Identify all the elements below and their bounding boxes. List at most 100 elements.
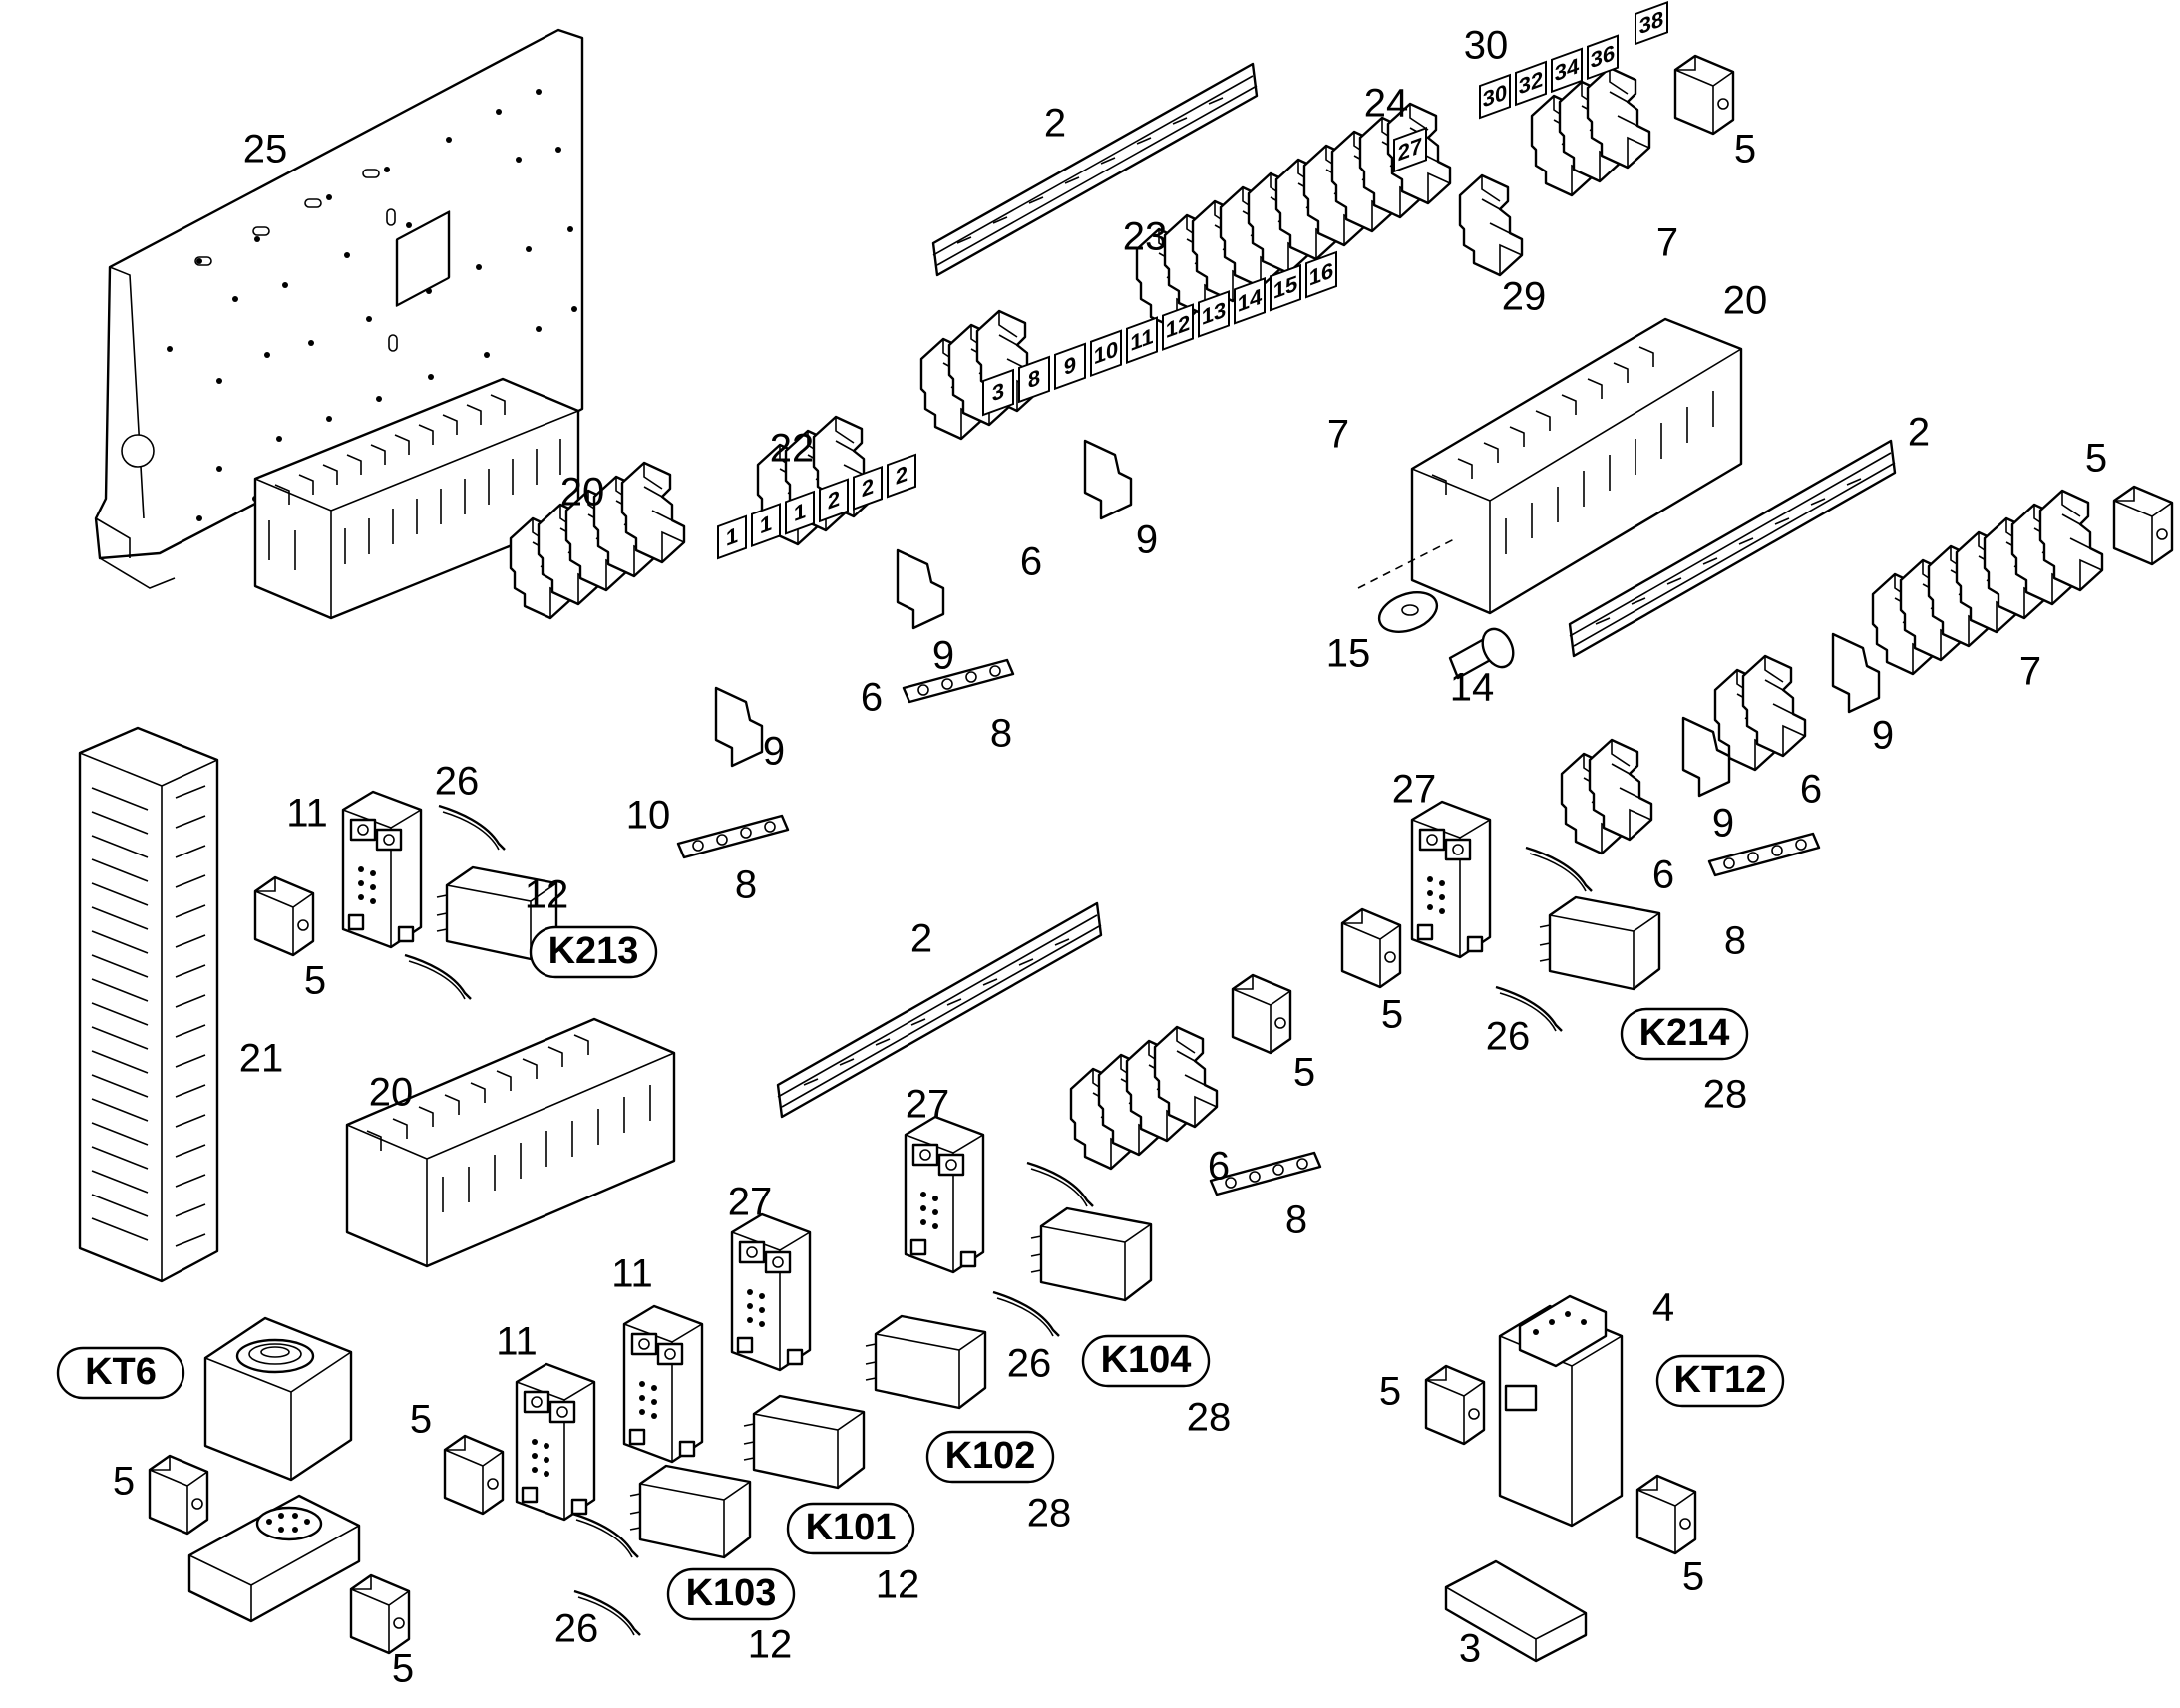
din-rail-right — [1568, 439, 1897, 658]
callout: 12 — [525, 873, 569, 917]
callout: 26 — [1486, 1015, 1531, 1059]
badge-label: K102 — [945, 1435, 1036, 1477]
callout: 7 — [2019, 650, 2041, 694]
callout: 5 — [392, 1647, 414, 1691]
badge-k214: K214 — [1620, 1007, 1749, 1061]
timer-base — [187, 1494, 361, 1623]
callout: 11 — [611, 1252, 653, 1296]
callout: 28 — [1187, 1396, 1232, 1440]
terminal-block-group-6-middle — [1069, 1025, 1219, 1171]
marker-label: 11 — [1130, 322, 1153, 356]
callout: 7 — [1656, 221, 1678, 265]
marker-label: 2 — [862, 473, 874, 503]
badge-kt12: KT12 — [1655, 1354, 1785, 1408]
callout: 5 — [113, 1460, 135, 1504]
callout: 2 — [910, 917, 932, 961]
marker-label: 1 — [760, 510, 772, 539]
marker-24: 27 — [1393, 126, 1427, 173]
callout-numbers: 25 2 24 30 5 7 23 29 20 22 7 20 2 5 9 6 … — [113, 24, 2107, 1691]
callout: 23 — [1123, 215, 1168, 259]
timer-kt6 — [203, 1316, 353, 1482]
callout: 5 — [1379, 1370, 1401, 1414]
callout: 27 — [728, 1181, 773, 1224]
callout: 26 — [1007, 1342, 1052, 1386]
callout: 8 — [735, 863, 757, 907]
callout: 10 — [626, 794, 671, 838]
badge-label: K214 — [1639, 1012, 1730, 1054]
callout: 9 — [932, 634, 954, 678]
callout: 14 — [1450, 666, 1495, 710]
marker-label: 3 — [992, 377, 1004, 407]
badge-k104: K104 — [1081, 1334, 1211, 1388]
marker-label: 9 — [1064, 351, 1076, 381]
marker-label: 8 — [1028, 364, 1040, 394]
timer-module-kt12 — [1498, 1294, 1624, 1528]
callout: 12 — [748, 1623, 793, 1667]
badge-k101: K101 — [786, 1502, 915, 1555]
callout: 20 — [560, 471, 605, 514]
badge-k102: K102 — [925, 1430, 1055, 1484]
callout: 9 — [1712, 802, 1734, 846]
badge-label: K101 — [806, 1507, 897, 1548]
callout: 30 — [1464, 24, 1509, 68]
badge-label: KT6 — [85, 1351, 157, 1393]
din-rail-short — [1444, 1559, 1588, 1663]
badge-label: K103 — [686, 1572, 777, 1614]
callout: 8 — [1285, 1198, 1307, 1242]
badge-label: KT12 — [1674, 1359, 1767, 1401]
washer — [1357, 537, 1457, 633]
terminal-block-group-7-top — [1530, 66, 1651, 197]
callout: 5 — [1381, 993, 1403, 1037]
callout: 20 — [369, 1071, 414, 1115]
callout: 5 — [1682, 1555, 1704, 1599]
callout: 24 — [1364, 82, 1409, 126]
callout: 15 — [1326, 632, 1371, 676]
callout: 20 — [1723, 279, 1768, 323]
callout: 25 — [243, 128, 288, 171]
cable-duct-upper-right — [1410, 317, 1743, 615]
callout: 21 — [239, 1037, 284, 1081]
callout: 8 — [990, 712, 1012, 756]
badge-k103: K103 — [666, 1567, 796, 1621]
badge-label: K104 — [1101, 1339, 1192, 1381]
callout: 26 — [554, 1607, 599, 1651]
callout: 8 — [1724, 919, 1746, 963]
cable-duct-vertical — [78, 726, 219, 1283]
marker-label: 1 — [794, 497, 806, 526]
callout: 22 — [770, 427, 815, 471]
callout: 28 — [1027, 1492, 1072, 1536]
marker-label: 2 — [896, 460, 908, 490]
callout: 6 — [1652, 854, 1674, 897]
callout: 6 — [1020, 540, 1042, 584]
callout: 27 — [906, 1083, 950, 1127]
callout: 12 — [876, 1563, 920, 1607]
callout: 11 — [496, 1320, 538, 1364]
callout: 29 — [1502, 275, 1547, 319]
callout: 9 — [763, 730, 785, 774]
callout: 6 — [861, 676, 883, 720]
marker-row-23: 3 8 9 10 11 12 13 14 15 16 — [982, 250, 1337, 417]
callout: 2 — [1908, 411, 1930, 455]
din-rail-top — [931, 62, 1259, 277]
marker-row-30: 30 32 34 36 — [1479, 34, 1619, 120]
terminal-block-group-7-right — [1871, 489, 2104, 676]
cable-duct-upper-left — [253, 377, 580, 620]
callout: 6 — [1208, 1145, 1230, 1189]
callout: 9 — [1872, 714, 1894, 758]
marker-row-22: 1 1 1 2 2 2 — [717, 453, 916, 560]
callout: 2 — [1044, 102, 1066, 146]
badge-kt6: KT6 — [56, 1346, 185, 1400]
cable-duct-middle-left — [345, 1017, 676, 1268]
callout: 5 — [2085, 437, 2107, 481]
callout: 4 — [1652, 1286, 1674, 1330]
marker-label: 2 — [828, 485, 840, 514]
terminal-block-29 — [1458, 173, 1524, 277]
callout: 28 — [1703, 1073, 1748, 1117]
callout: 6 — [1800, 768, 1822, 812]
callout: 27 — [1392, 768, 1437, 812]
callout: 26 — [435, 760, 480, 804]
marker-label: 1 — [726, 521, 738, 551]
callout: 5 — [1293, 1051, 1315, 1095]
marker-38: 38 — [1635, 0, 1668, 46]
